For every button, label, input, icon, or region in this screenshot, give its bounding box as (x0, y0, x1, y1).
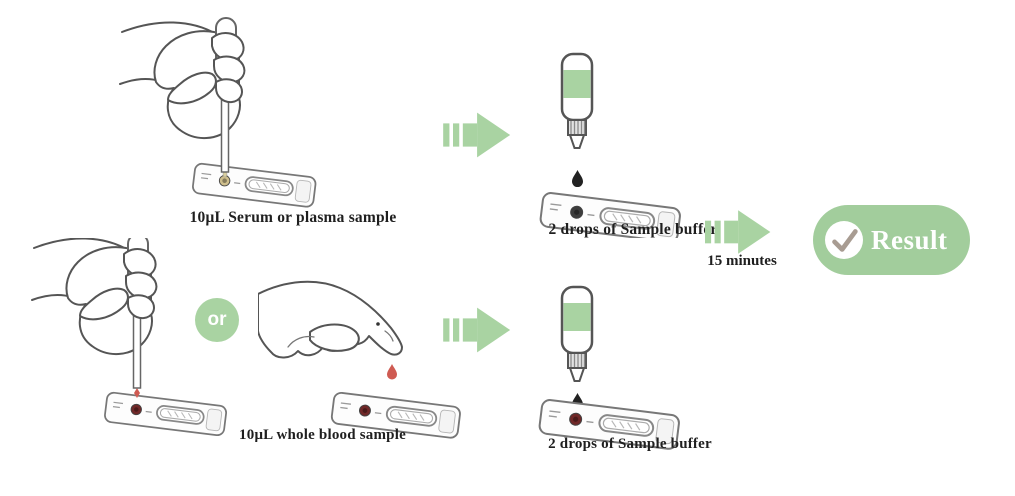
result-badge: Result (813, 205, 970, 275)
block-arrow-icon (443, 307, 511, 353)
test-cassette-icon (103, 391, 228, 437)
dropper-bottle-icon (538, 52, 682, 238)
block-arrow-icon (705, 210, 771, 254)
test-cassette-icon (191, 162, 318, 209)
wait-time-label: 15 minutes (707, 253, 777, 269)
buffer-label-top: 2 drops of Sample buffer (548, 221, 718, 238)
blood-drop-icon (134, 388, 140, 398)
pipette-hand-icon (31, 238, 228, 437)
buffer-label-bottom: 2 drops of Sample buffer (548, 436, 712, 452)
result-label: Result (871, 224, 948, 255)
checkmark-icon (825, 221, 863, 259)
blood-drop-icon (387, 364, 397, 380)
whole-blood-sample-label: 10μL whole blood sample (239, 427, 406, 443)
finger-prick-icon (258, 280, 403, 380)
or-label: or (207, 309, 227, 330)
or-badge: or (195, 298, 239, 342)
block-arrow-icon (443, 112, 511, 158)
buffer-drop-icon (572, 170, 583, 188)
serum-sample-label: 10μL Serum or plasma sample (189, 209, 397, 226)
pipette-hand-icon (119, 17, 318, 209)
